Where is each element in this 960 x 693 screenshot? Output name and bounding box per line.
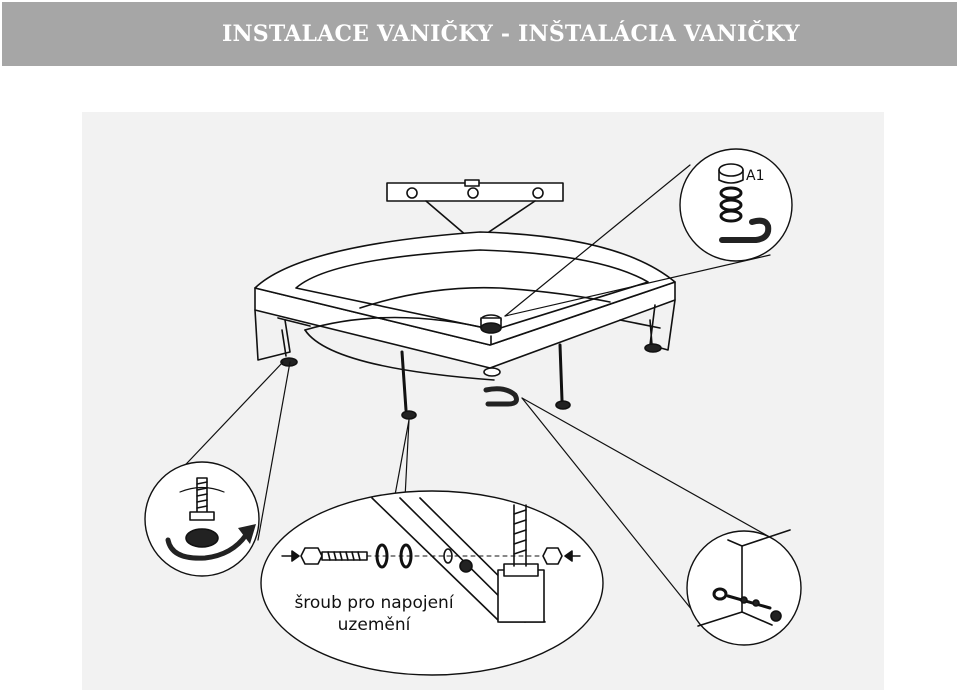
tray-legs [280, 319, 662, 420]
grounding-caption: šroub pro napojení uzemění [274, 592, 474, 636]
adjustable-foot-detail-circle [144, 461, 260, 577]
siphon-detail-circle [679, 148, 793, 262]
siphon-detail-label: A1 [746, 168, 765, 184]
grounding-bolt-detail-oval [260, 490, 604, 676]
page-title: INSTALACE VANIČKY - INŠTALÁCIA VANIČKY [222, 21, 800, 47]
drain-siphon-icon [480, 314, 519, 407]
caption-line-2: uzemění [337, 615, 411, 635]
caption-line-1: šroub pro napojení [294, 593, 454, 613]
wall-corner-detail-circle [686, 529, 802, 646]
shower-tray-icon [254, 231, 676, 381]
header-bar: INSTALACE VANIČKY - INŠTALÁCIA VANIČKY [2, 2, 957, 66]
